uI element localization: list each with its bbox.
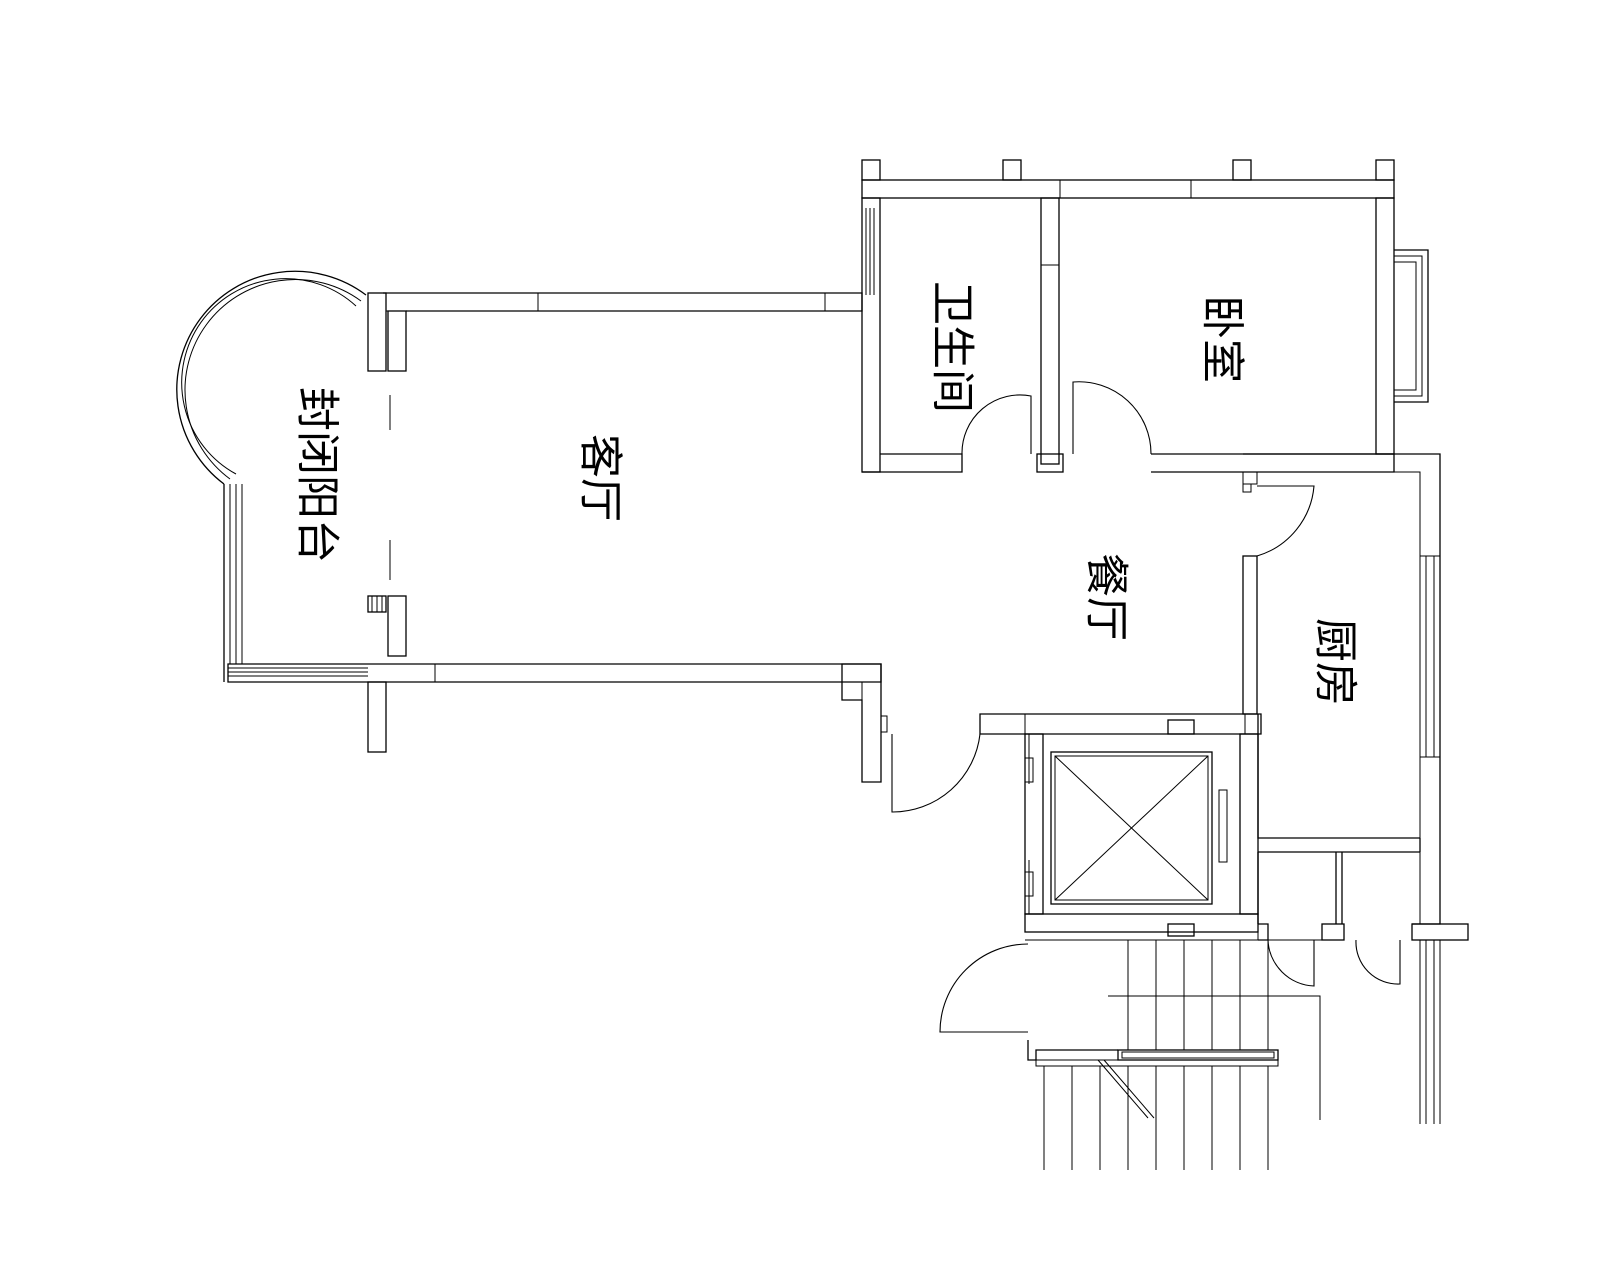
living-room-label: 客厅 (575, 434, 626, 522)
balcony-walls (176, 270, 367, 682)
bedroom-door (1072, 381, 1152, 455)
utility-rooms (1257, 714, 1469, 987)
dining-room-label: 餐厅 (1081, 553, 1132, 641)
bathroom-door (961, 394, 1032, 455)
bathroom-label: 卫生间 (927, 281, 978, 413)
staircase (939, 939, 1441, 1170)
elevator-core (891, 713, 1262, 937)
living-walls (227, 292, 888, 783)
kitchen-label: 厨房 (1310, 618, 1361, 706)
balcony-label: 封闭阳台 (292, 387, 343, 563)
bedroom-label: 卧室 (1197, 295, 1248, 383)
